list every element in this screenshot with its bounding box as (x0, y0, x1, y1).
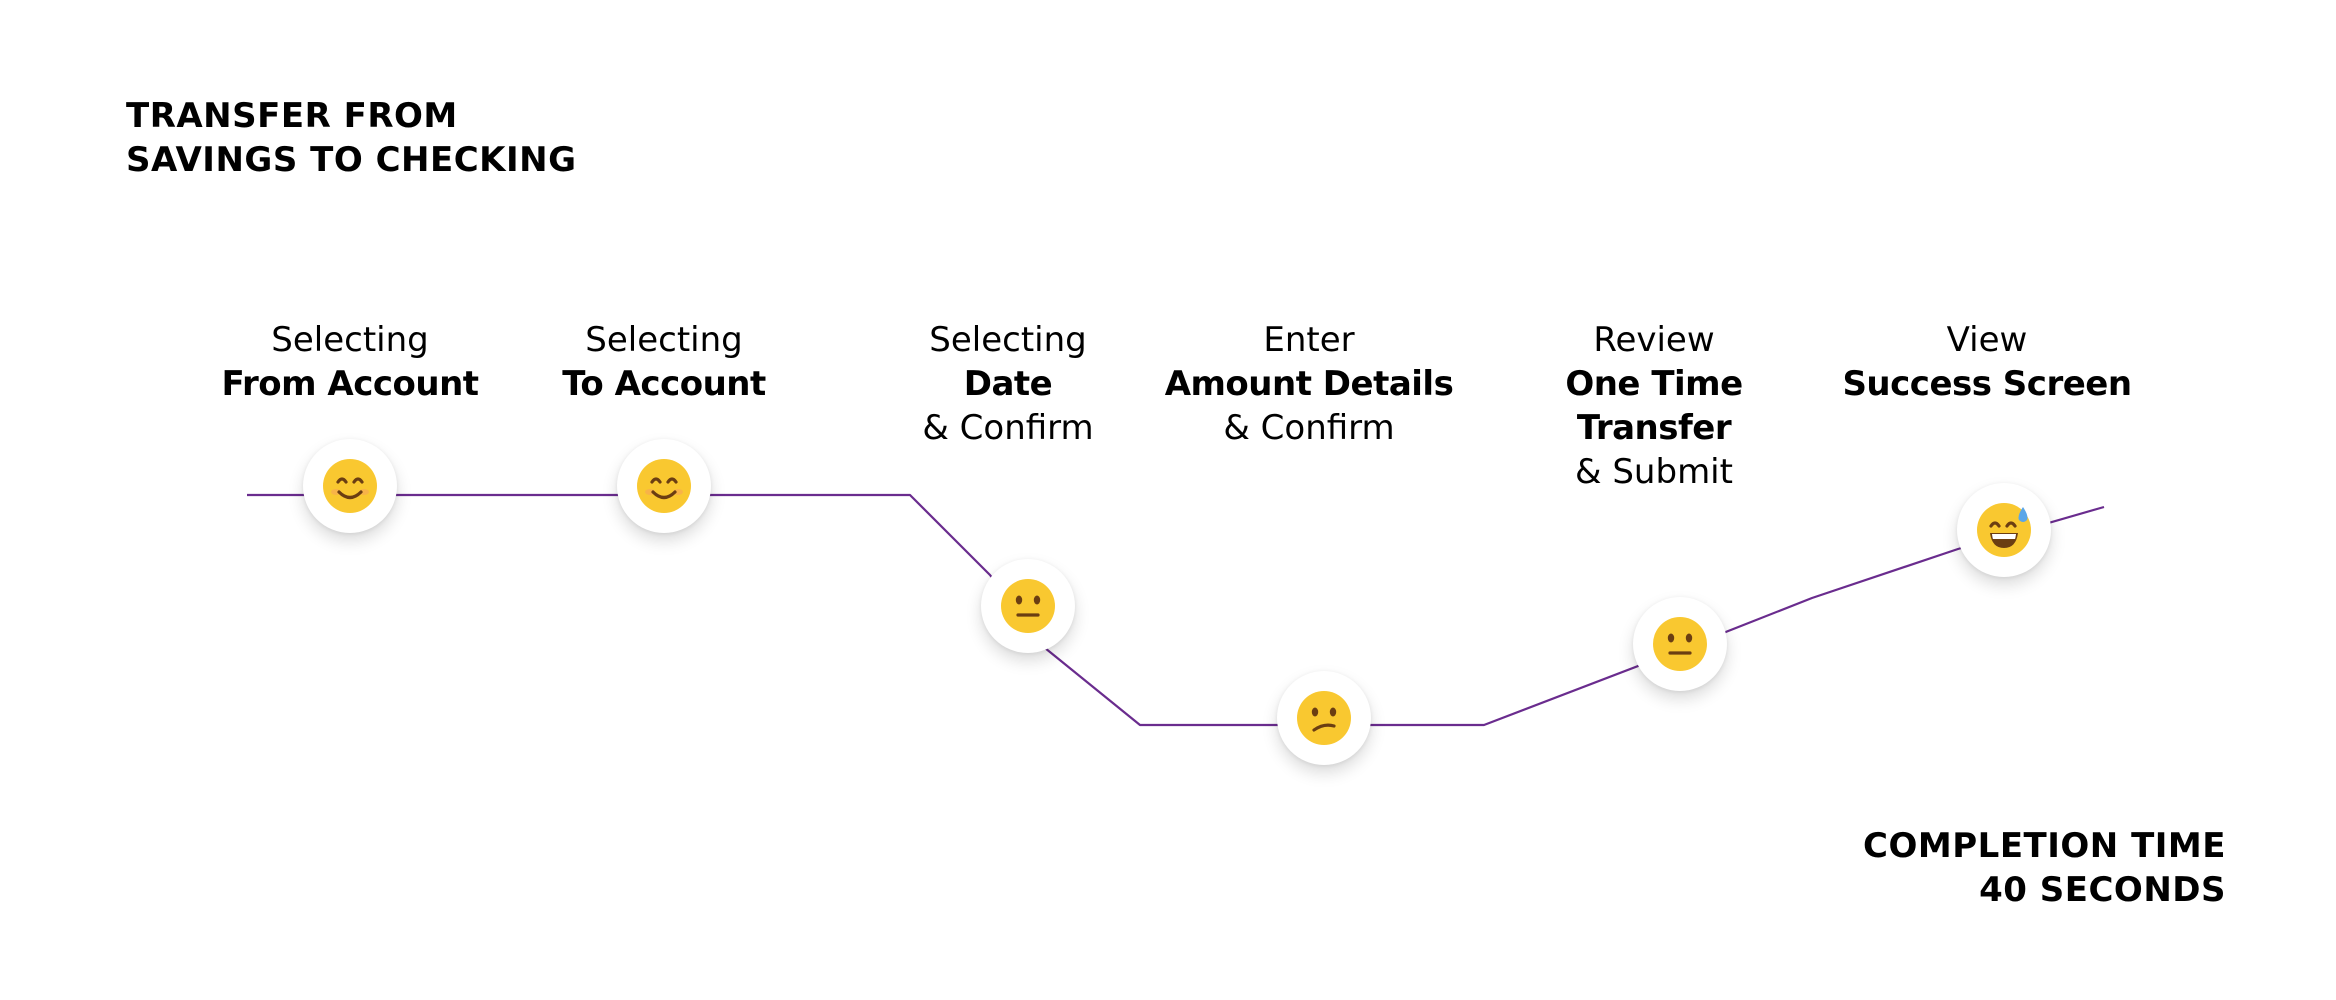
step-success-screen: View Success Screen (1817, 318, 2157, 406)
step-verb: Review (1593, 320, 1715, 360)
step-review-transfer: Review One Time Transfer & Submit (1484, 318, 1824, 494)
confused-face-icon (1297, 691, 1351, 745)
emotion-curve (247, 493, 2105, 727)
step-verb: Selecting (929, 320, 1087, 360)
emotion-marker-review-transfer (1633, 597, 1727, 691)
neutral-face-icon (1653, 617, 1707, 671)
completion-time: COMPLETION TIME 40 SECONDS (1863, 824, 2226, 912)
step-object: Success Screen (1842, 364, 2132, 404)
step-verb: View (1946, 320, 2028, 360)
diagram-title: TRANSFER FROM SAVINGS TO CHECKING (126, 94, 577, 182)
step-object: To Account (562, 364, 766, 404)
title-line-2: SAVINGS TO CHECKING (126, 140, 577, 180)
step-object: One Time Transfer (1565, 364, 1743, 448)
step-object: Amount Details (1164, 364, 1454, 404)
step-from-account: Selecting From Account (180, 318, 520, 406)
step-verb: Selecting (585, 320, 743, 360)
step-date: Selecting Date & Confirm (838, 318, 1178, 450)
step-verb: Enter (1263, 320, 1355, 360)
step-action: & Confirm (922, 408, 1094, 448)
grinning-sweat-face-icon (1977, 503, 2031, 557)
completion-label: COMPLETION TIME (1863, 826, 2226, 866)
smiling-face-icon (323, 459, 377, 513)
emotion-marker-amount-details (1277, 671, 1371, 765)
emotion-marker-date (981, 559, 1075, 653)
step-action: & Submit (1575, 452, 1733, 492)
step-to-account: Selecting To Account (494, 318, 834, 406)
step-verb: Selecting (271, 320, 429, 360)
emotion-marker-success-screen (1957, 483, 2051, 577)
completion-value: 40 SECONDS (1979, 870, 2226, 910)
step-amount-details: Enter Amount Details & Confirm (1139, 318, 1479, 450)
emotion-marker-from-account (303, 439, 397, 533)
step-object: Date (963, 364, 1053, 404)
step-object: From Account (221, 364, 479, 404)
emotion-marker-to-account (617, 439, 711, 533)
title-line-1: TRANSFER FROM (126, 96, 458, 136)
smiling-face-icon (637, 459, 691, 513)
neutral-face-icon (1001, 579, 1055, 633)
step-action: & Confirm (1223, 408, 1395, 448)
